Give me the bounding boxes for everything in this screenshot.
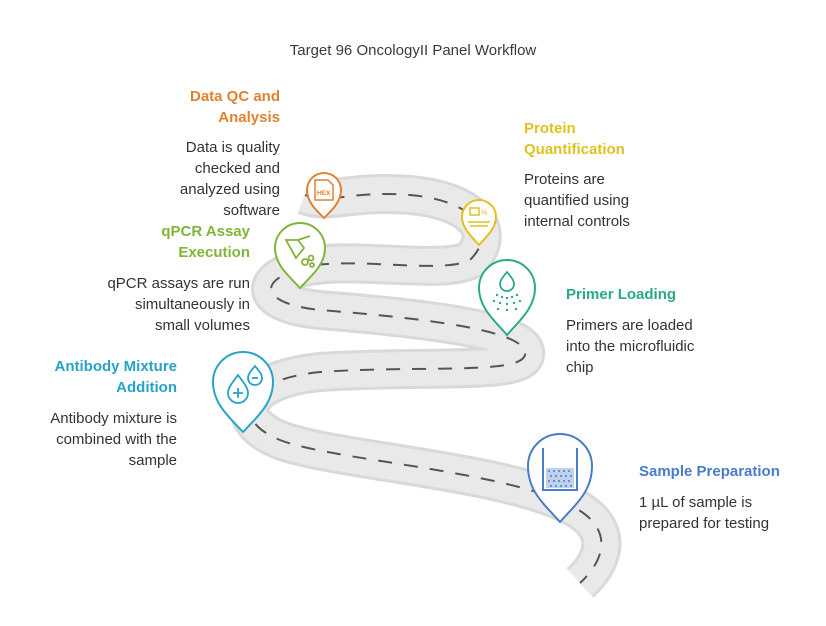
step-desc-line: checked and [194,160,280,177]
step-title-antibody-mixture-addition: Antibody Mixture Addition [20,356,178,398]
marker-antibody-mixture-addition [211,351,275,434]
step-title-primer-loading: Primer Loading [566,284,766,305]
spray-droplet-icon [492,270,522,312]
marker-protein-quantification: % [460,199,498,247]
step-desc-line: small volumes [154,317,250,334]
step-desc-line: Proteins are [524,171,605,188]
step-title-line: Quantification [524,141,625,158]
step-title-line: qPCR Assay [161,223,250,240]
step-title-data-qc-and-analysis: Data QC and Analysis [130,86,280,128]
step-title-line: Addition [116,379,177,396]
step-desc-line: Data is quality [185,139,280,156]
step-title-sample-preparation: Sample Preparation [639,461,819,482]
step-title-text: Primer Loading [566,286,677,303]
step-desc-antibody-mixture-addition: Antibody mixture is combined with the sa… [20,408,177,471]
step-desc-line: Primers are loaded [566,317,693,334]
step-desc-sample-preparation: 1 µL of sample is prepared for testing [639,492,819,534]
marker-qpcr-assay-execution [273,222,327,290]
step-desc-line: quantified using [524,192,630,209]
step-desc-line: chip [566,359,594,376]
step-desc-line: qPCR assays are run [107,275,250,292]
step-title-line: Data QC and [189,88,280,105]
scale-icon: % [468,207,490,227]
step-title-qpcr-assay-execution: qPCR Assay Execution [80,221,250,263]
step-desc-line: into the microfluidic [566,338,695,355]
step-desc-line: internal controls [524,213,630,230]
step-desc-protein-quantification: Proteins are quantified using internal c… [524,169,724,232]
step-title-line: Protein [524,120,576,137]
marker-sample-preparation [526,433,594,524]
step-desc-line: simultaneously in [134,296,250,313]
plus-minus-droplets-icon [227,364,263,404]
step-desc-line: analyzed using [179,181,280,198]
step-desc-data-qc-and-analysis: Data is quality checked and analyzed usi… [130,137,280,221]
step-title-line: Execution [178,244,250,261]
svg-text:%: % [481,210,487,217]
step-title-line: Analysis [218,109,280,126]
hex-file-icon: HEX [314,179,334,201]
sample-well-icon [542,448,578,491]
step-desc-line: combined with the [56,431,177,448]
step-title-text: Sample Preparation [639,463,780,480]
diagram-title: Target 96 OncologyII Panel Workflow [289,42,537,59]
step-title-line: Antibody Mixture [54,358,178,375]
svg-text:HEX: HEX [317,190,331,197]
step-title-protein-quantification: Protein Quantification [524,118,724,160]
step-desc-line: 1 µL of sample is [639,494,753,511]
step-desc-qpcr-assay-execution: qPCR assays are run simultaneously in sm… [60,273,250,336]
marker-data-qc-and-analysis: HEX [305,172,343,220]
step-desc-line: sample [128,452,177,469]
pipette-icon [284,235,315,268]
step-desc-line: Antibody mixture is [50,410,177,427]
step-desc-line: prepared for testing [639,515,770,532]
marker-primer-loading [477,259,537,337]
step-desc-line: software [223,202,280,219]
step-desc-primer-loading: Primers are loaded into the microfluidic… [566,315,766,378]
